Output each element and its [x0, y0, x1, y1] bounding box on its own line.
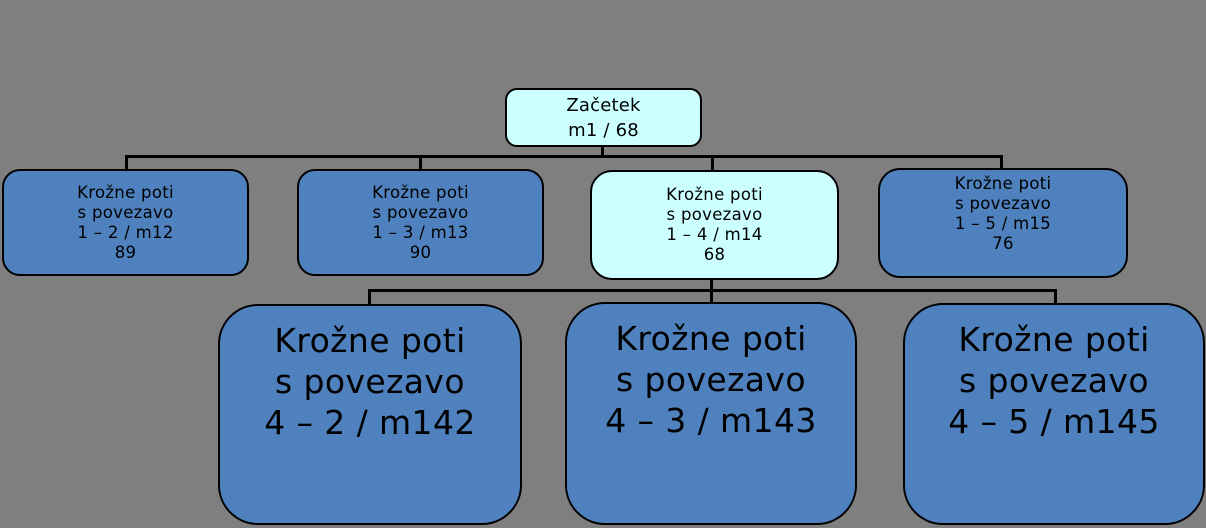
- node-line: s povezavo: [616, 360, 806, 399]
- node-line: 1 – 3 / m13: [372, 222, 469, 242]
- node-line: 90: [409, 242, 432, 262]
- node-line: 89: [114, 242, 137, 262]
- node-line: s povezavo: [955, 194, 1051, 213]
- node-m143[interactable]: Krožne poti s povezavo 4 – 3 / m143: [565, 302, 857, 525]
- node-line: 4 – 5 / m145: [948, 402, 1160, 441]
- connector-root-drop: [601, 146, 604, 158]
- node-line: s povezavo: [77, 202, 174, 222]
- node-line: 1 – 4 / m14: [666, 225, 763, 244]
- node-line: 1 – 2 / m12: [77, 222, 174, 242]
- node-line: Krožne poti: [372, 182, 469, 202]
- node-line: 4 – 3 / m143: [605, 401, 817, 440]
- node-zacetek[interactable]: Začetek m1 / 68: [505, 88, 702, 147]
- node-line: 76: [992, 234, 1014, 253]
- connector-m14-drop: [710, 278, 713, 292]
- connector-stub-m143: [710, 289, 713, 304]
- node-line: 68: [703, 245, 726, 264]
- node-line: 1 – 5 / m15: [954, 214, 1052, 233]
- node-m12[interactable]: Krožne poti s povezavo 1 – 2 / m12 89: [2, 169, 249, 276]
- node-line: Krožne poti: [615, 319, 807, 358]
- node-line: Krožne poti: [274, 321, 466, 360]
- connector-stub-m13: [419, 155, 422, 171]
- node-line: Krožne poti: [666, 185, 763, 204]
- node-m14[interactable]: Krožne poti s povezavo 1 – 4 / m14 68: [590, 170, 839, 280]
- node-m142[interactable]: Krožne poti s povezavo 4 – 2 / m142: [218, 304, 522, 525]
- connector-stub-m145: [1054, 289, 1057, 305]
- node-line: s povezavo: [275, 362, 465, 401]
- connector-stub-m14: [711, 155, 714, 172]
- node-line: 4 – 2 / m142: [264, 403, 476, 442]
- connector-stub-m12: [125, 155, 128, 171]
- node-line: s povezavo: [372, 202, 469, 222]
- node-line: Začetek: [566, 94, 641, 116]
- node-line: Krožne poti: [77, 182, 174, 202]
- connector-level2-hline: [125, 155, 1003, 158]
- connector-stub-m142: [368, 289, 371, 306]
- node-m13[interactable]: Krožne poti s povezavo 1 – 3 / m13 90: [297, 169, 544, 276]
- connector-stub-m15: [1000, 155, 1003, 170]
- node-m145[interactable]: Krožne poti s povezavo 4 – 5 / m145: [903, 303, 1205, 525]
- node-line: m1 / 68: [568, 119, 639, 141]
- node-line: Krožne poti: [958, 320, 1150, 359]
- node-line: s povezavo: [666, 205, 763, 224]
- node-line: Krožne poti: [954, 174, 1052, 193]
- node-m15[interactable]: Krožne poti s povezavo 1 – 5 / m15 76: [878, 168, 1128, 278]
- node-line: s povezavo: [959, 361, 1149, 400]
